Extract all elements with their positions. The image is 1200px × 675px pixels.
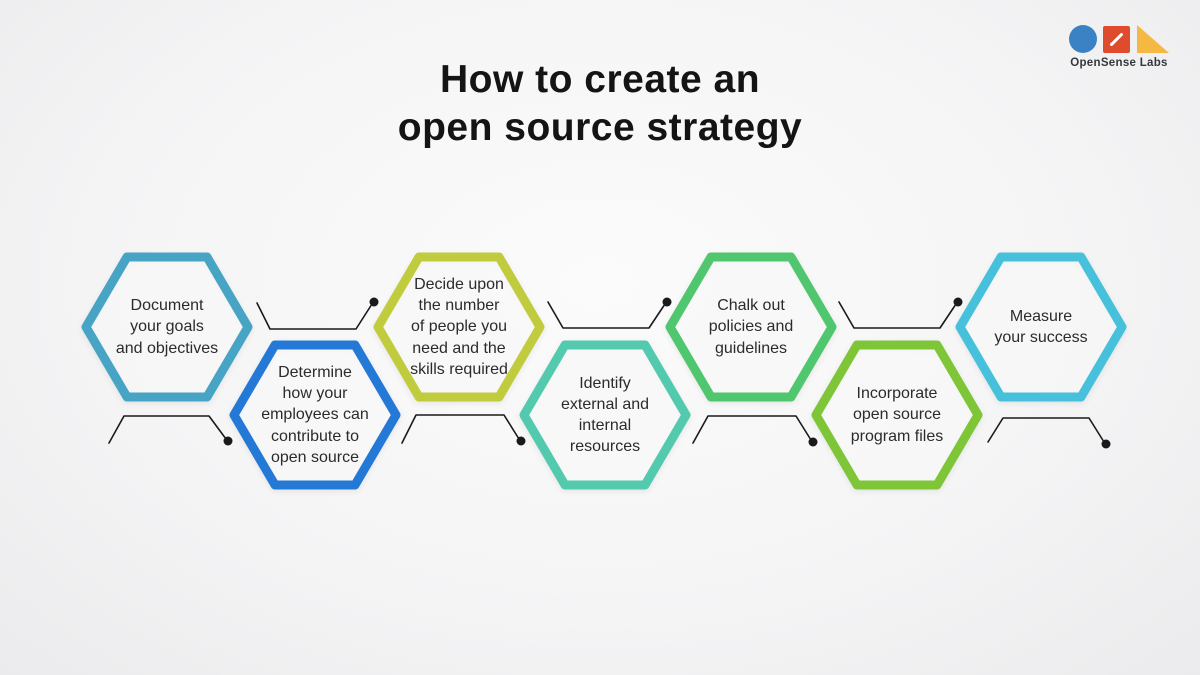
step-6-hexagon-shape — [811, 340, 983, 490]
step-5-label: Chalk out policies and guidelines — [708, 297, 794, 357]
step-6-hexagon: Incorporate open source program files — [809, 337, 985, 493]
step-2-label: Determine how your employees can contrib… — [261, 364, 369, 466]
connector-4-6 — [692, 415, 812, 444]
step-4-label: Identify external and internal resources — [560, 374, 650, 456]
step-2-hexagon: Determine how your employees can contrib… — [227, 337, 403, 493]
logo-brand-text: OpenSense Labs — [1070, 57, 1168, 69]
page-title-line-2: open source strategy — [397, 106, 803, 150]
page-title: How to create an open source strategy — [0, 56, 1200, 153]
step-4-hexagon: Identify external and internal resources — [517, 337, 693, 493]
connector-3-5 — [547, 301, 666, 329]
connector-2-4 — [401, 414, 520, 444]
logo-square-icon — [1103, 26, 1130, 53]
logo-shapes — [1064, 24, 1174, 53]
step-6-label: Incorporate open source program files — [850, 385, 944, 445]
connector-6-end — [987, 417, 1105, 443]
step-5-hexagon-shape — [665, 252, 837, 402]
step-7-label: Measure your success — [994, 307, 1088, 346]
step-1-hexagon: Document your goals and objectives — [79, 249, 255, 405]
logo-slash-icon — [1109, 32, 1124, 47]
step-3-hexagon-shape — [373, 252, 545, 402]
step-1-hexagon-shape — [81, 252, 253, 402]
connector-1-3 — [256, 302, 373, 330]
connector-6-end-dot — [1101, 439, 1111, 449]
step-5-hexagon: Chalk out policies and guidelines — [663, 249, 839, 405]
logo-triangle-icon — [1137, 25, 1169, 53]
step-7-hexagon-shape — [955, 252, 1127, 402]
step-3-hexagon: Decide upon the number of people you nee… — [371, 249, 547, 405]
step-2-hexagon-shape — [229, 340, 401, 490]
step-4-hexagon-shape — [519, 340, 691, 490]
step-3-label: Decide upon the number of people you nee… — [410, 276, 508, 378]
connector-5-7 — [838, 301, 957, 329]
step-1-label: Document your goals and objectives — [115, 297, 219, 357]
logo-circle-icon — [1069, 25, 1097, 53]
page-title-line-1: How to create an — [439, 58, 761, 101]
connector-1-2 — [108, 415, 227, 444]
step-7-hexagon: Measure your success — [953, 249, 1129, 405]
opensense-labs-logo: OpenSense Labs — [1064, 24, 1174, 69]
